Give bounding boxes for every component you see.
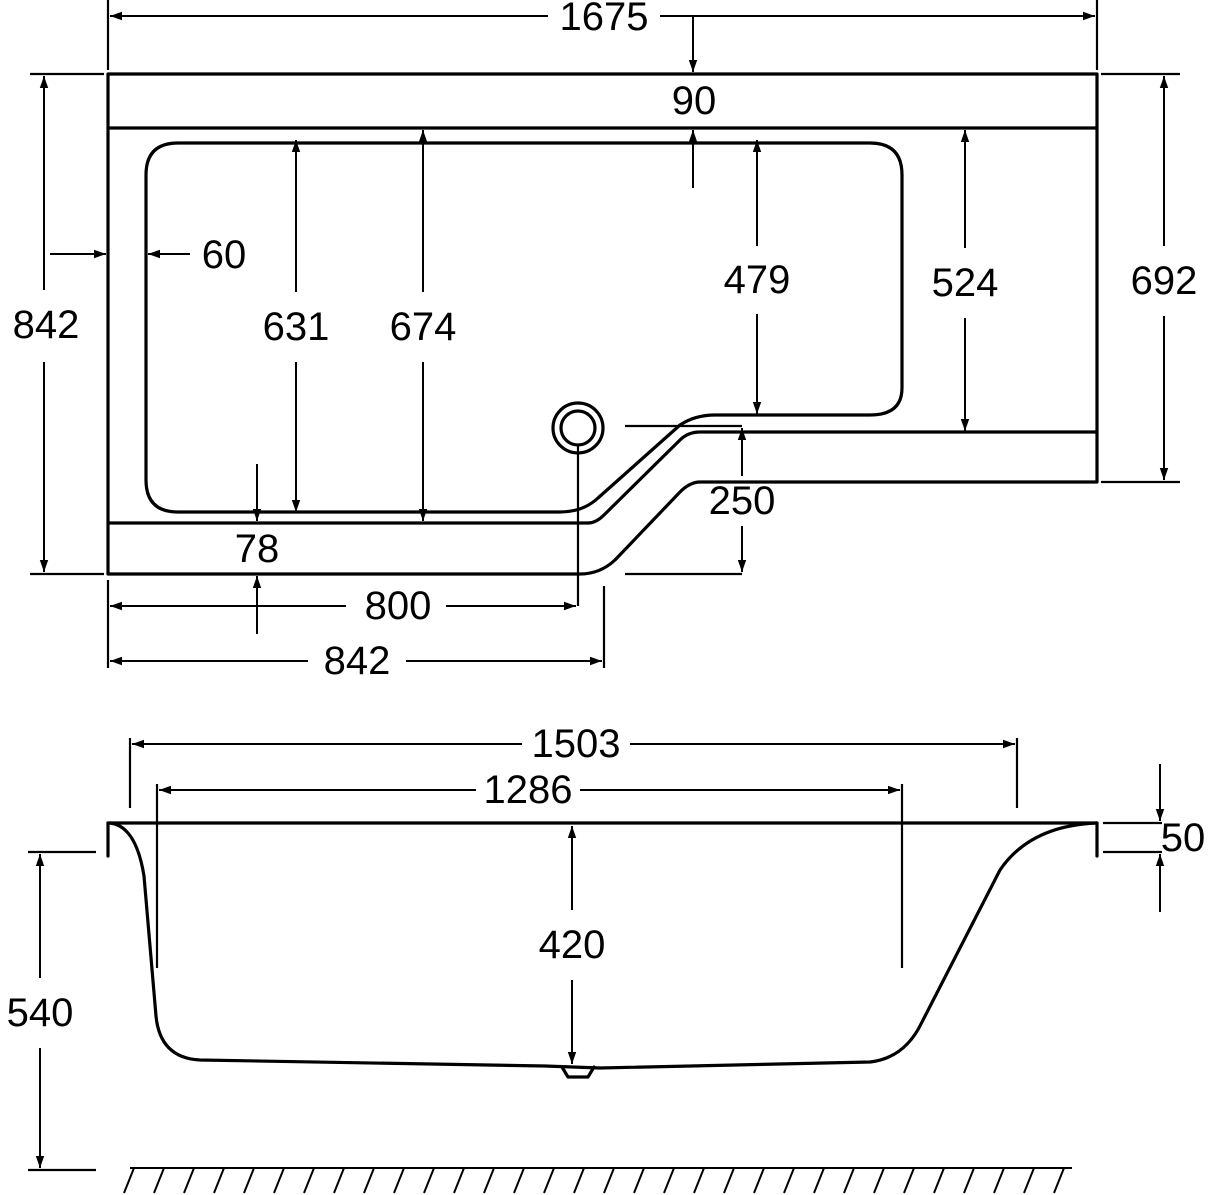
inner-basin xyxy=(144,141,904,514)
dim-depth: 420 xyxy=(539,923,606,967)
bath-outline xyxy=(106,72,1099,576)
dim-internal-length-bottom: 1286 xyxy=(484,768,573,812)
dim-overall-width: 842 xyxy=(13,303,80,347)
waste-inner-ring xyxy=(559,409,597,447)
dim-inner-524: 524 xyxy=(932,261,999,305)
dim-step-250: 250 xyxy=(709,479,776,523)
dim-rear-692: 692 xyxy=(1131,259,1198,303)
dim-waste-position: 800 xyxy=(365,584,432,628)
dim-inner-631: 631 xyxy=(263,305,330,349)
side-elevation: 1503 1286 420 50 540 xyxy=(7,722,1206,1194)
plan-view: 1675 90 842 60 631 674 479 524 692 xyxy=(13,0,1198,683)
dim-inner-479: 479 xyxy=(724,258,791,302)
dim-inner-674: 674 xyxy=(390,305,457,349)
floor-hatch xyxy=(123,1167,1072,1194)
dim-rim-back: 90 xyxy=(672,79,717,123)
dim-front-rim: 78 xyxy=(235,527,280,571)
waste-bump xyxy=(560,1065,596,1079)
dim-internal-length-top: 1503 xyxy=(532,722,621,766)
tub-profile xyxy=(108,821,1098,1070)
dim-rim-height: 50 xyxy=(1161,816,1206,860)
dim-front-width: 842 xyxy=(324,639,391,683)
dim-floor-height: 540 xyxy=(7,991,74,1035)
dim-overall-length: 1675 xyxy=(560,0,649,39)
front-rim-line xyxy=(106,430,1099,525)
dim-wall-left: 60 xyxy=(202,233,247,277)
